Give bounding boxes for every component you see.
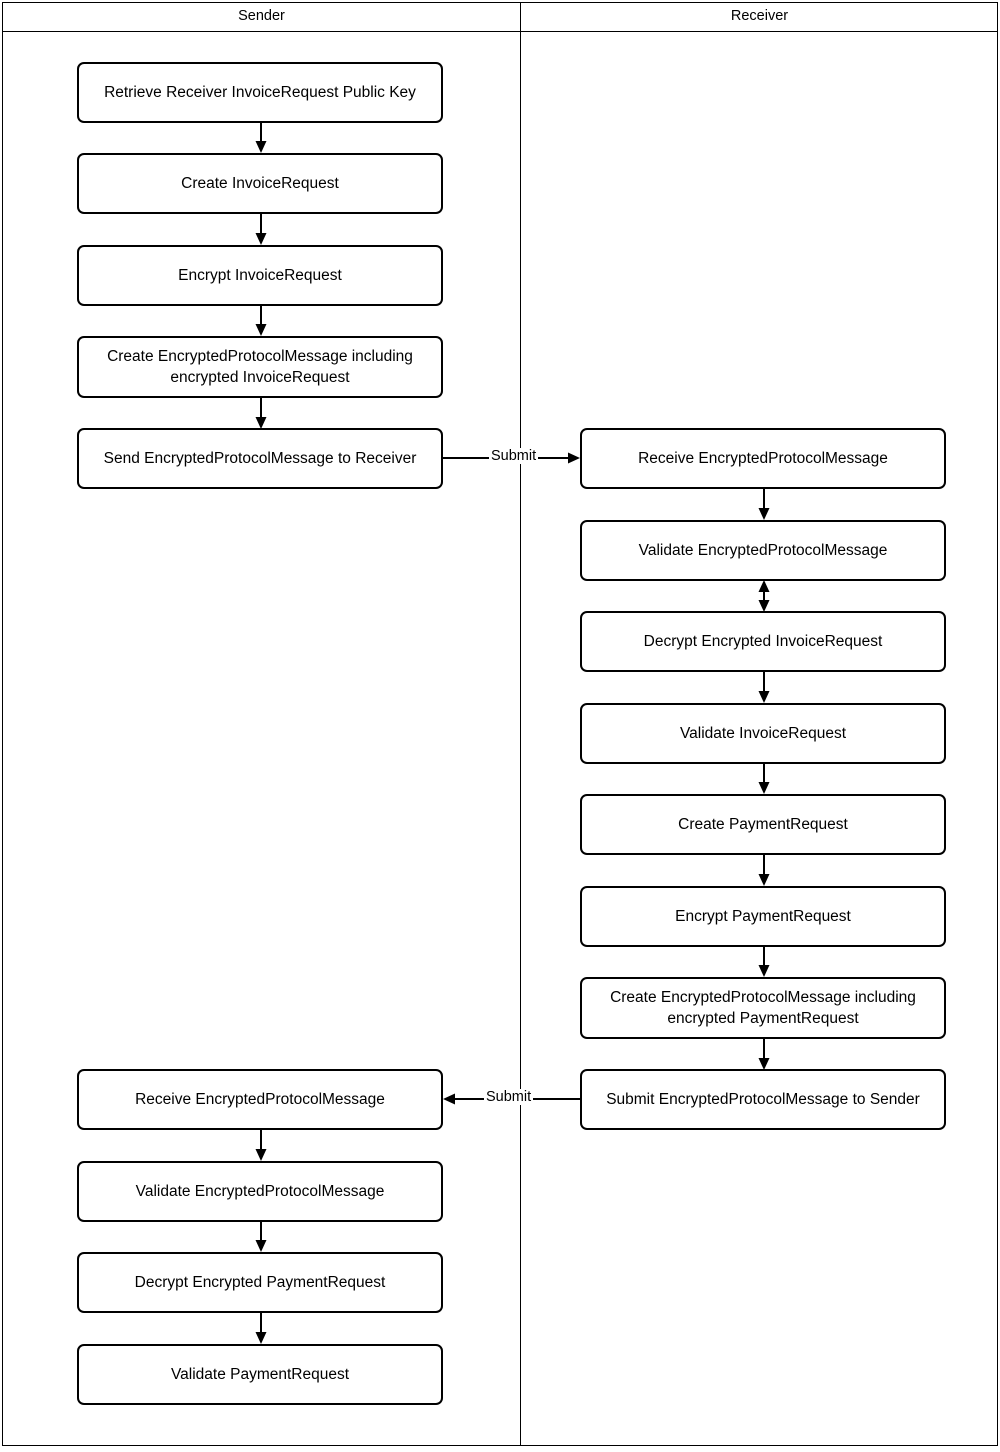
node-label: Encrypt InvoiceRequest — [178, 267, 342, 284]
node-label: Validate EncryptedProtocolMessage — [638, 542, 888, 559]
node-create-paymentrequest[interactable]: Create PaymentRequest — [580, 794, 946, 855]
connector-n16-n17 — [253, 1313, 269, 1345]
connector-n7-n8-bidirectional — [756, 580, 772, 612]
lane-title-sender: Sender — [238, 8, 285, 24]
node-receive-encryptedprotocolmessage-receiver[interactable]: Receive EncryptedProtocolMessage — [580, 428, 946, 489]
node-retrieve-receiver-invoicerequest-public-key[interactable]: Retrieve Receiver InvoiceRequest Public … — [77, 62, 443, 123]
node-label: Create InvoiceRequest — [181, 175, 339, 192]
node-validate-paymentrequest[interactable]: Validate PaymentRequest — [77, 1344, 443, 1405]
connector-n6-n7 — [756, 489, 772, 521]
node-create-encryptedprotocolmessage-paymentrequest[interactable]: Create EncryptedProtocolMessage includin… — [580, 977, 946, 1039]
node-receive-encryptedprotocolmessage-sender[interactable]: Receive EncryptedProtocolMessage — [77, 1069, 443, 1130]
node-submit-encryptedprotocolmessage-to-sender[interactable]: Submit EncryptedProtocolMessage to Sende… — [580, 1069, 946, 1130]
node-label: Decrypt Encrypted PaymentRequest — [134, 1274, 386, 1291]
node-validate-encryptedprotocolmessage-sender[interactable]: Validate EncryptedProtocolMessage — [77, 1161, 443, 1222]
node-label: Receive EncryptedProtocolMessage — [135, 1091, 385, 1108]
lane-header-rule — [2, 31, 998, 32]
connector-n9-n10 — [756, 763, 772, 795]
node-encrypt-invoicerequest[interactable]: Encrypt InvoiceRequest — [77, 245, 443, 306]
edge-label-submit-to-sender: Submit — [484, 1089, 534, 1105]
node-validate-invoicerequest[interactable]: Validate InvoiceRequest — [580, 703, 946, 764]
node-label: Create PaymentRequest — [678, 816, 848, 833]
connector-n1-n2 — [253, 122, 269, 154]
node-encrypt-paymentrequest[interactable]: Encrypt PaymentRequest — [580, 886, 946, 947]
node-label: Retrieve Receiver InvoiceRequest Public … — [104, 84, 416, 101]
connector-n8-n9 — [756, 672, 772, 704]
node-label: Create EncryptedProtocolMessage includin… — [610, 989, 916, 1027]
connector-n10-n11 — [756, 855, 772, 887]
node-label: Create EncryptedProtocolMessage includin… — [107, 348, 413, 386]
node-label: Submit EncryptedProtocolMessage to Sende… — [606, 1091, 920, 1108]
connector-n4-n5 — [253, 398, 269, 430]
node-decrypt-encrypted-paymentrequest[interactable]: Decrypt Encrypted PaymentRequest — [77, 1252, 443, 1313]
node-label: Validate EncryptedProtocolMessage — [135, 1183, 385, 1200]
connector-n3-n4 — [253, 305, 269, 337]
connector-n12-n13 — [756, 1039, 772, 1071]
node-label: Receive EncryptedProtocolMessage — [638, 450, 888, 467]
node-label: Validate PaymentRequest — [170, 1366, 350, 1383]
node-label: Validate InvoiceRequest — [679, 725, 846, 742]
connector-n11-n12 — [756, 946, 772, 978]
node-create-encryptedprotocolmessage-invoicerequest[interactable]: Create EncryptedProtocolMessage includin… — [77, 336, 443, 398]
node-create-invoicerequest[interactable]: Create InvoiceRequest — [77, 153, 443, 214]
node-decrypt-encrypted-invoicerequest[interactable]: Decrypt Encrypted InvoiceRequest — [580, 611, 946, 672]
lane-title-receiver: Receiver — [730, 8, 789, 24]
node-label: Encrypt PaymentRequest — [675, 908, 851, 925]
node-validate-encryptedprotocolmessage-receiver[interactable]: Validate EncryptedProtocolMessage — [580, 520, 946, 581]
edge-label-submit-to-receiver: Submit — [489, 448, 539, 464]
node-send-encryptedprotocolmessage-to-receiver[interactable]: Send EncryptedProtocolMessage to Receive… — [77, 428, 443, 489]
node-label: Send EncryptedProtocolMessage to Receive… — [103, 450, 417, 467]
lane-divider — [520, 2, 521, 1446]
connector-n2-n3 — [253, 214, 269, 246]
connector-n15-n16 — [253, 1221, 269, 1253]
node-label: Decrypt Encrypted InvoiceRequest — [643, 633, 883, 650]
connector-n14-n15 — [253, 1130, 269, 1162]
